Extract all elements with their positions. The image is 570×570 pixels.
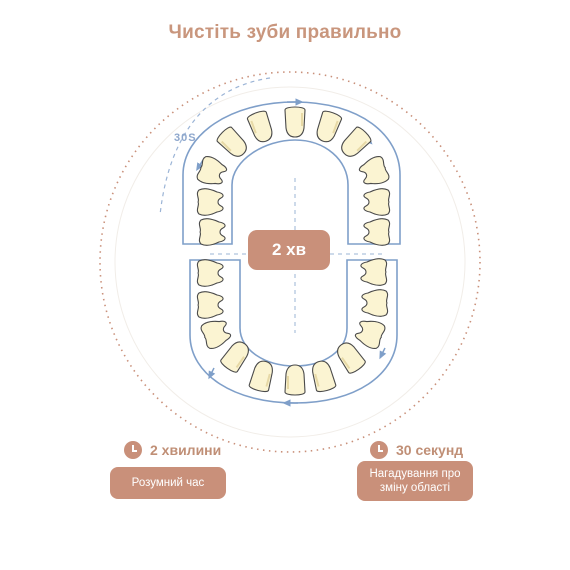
arrow-lower-right — [379, 347, 387, 360]
upper-tooth — [284, 106, 306, 138]
left-info-title: 2 хвилини — [150, 442, 222, 458]
upper-tooth — [196, 156, 228, 185]
lower-tooth — [360, 258, 388, 286]
lower-tooth — [200, 320, 232, 349]
lower-tooth — [312, 360, 337, 393]
teeth-group — [196, 106, 391, 396]
upper-tooth — [216, 126, 247, 157]
timer-arc — [159, 77, 271, 216]
lower-tooth — [361, 289, 389, 317]
left-info-heading: 2 хвилини — [124, 441, 221, 459]
lower-tooth — [284, 364, 306, 396]
upper-arch-outline — [182, 101, 401, 245]
timer-label: 30S — [174, 132, 197, 144]
left-info-pill: Розумний час — [110, 467, 226, 499]
upper-tooth — [196, 188, 224, 216]
lower-tooth — [248, 360, 273, 393]
upper-tooth — [246, 110, 273, 143]
inner-circle — [114, 86, 466, 438]
lower-tooth — [337, 342, 366, 374]
arrow-lower-left — [208, 367, 216, 380]
upper-tooth — [341, 126, 372, 157]
upper-tooth — [363, 188, 391, 216]
clock-icon — [370, 441, 388, 459]
clock-icon — [124, 441, 142, 459]
lower-arch-outline — [189, 259, 398, 404]
upper-tooth — [316, 110, 343, 143]
lower-tooth — [354, 320, 386, 349]
page-title: Чистіть зуби правильно — [168, 22, 402, 43]
upper-tooth — [198, 218, 226, 246]
upper-tooth — [363, 218, 391, 246]
right-info-title: 30 секунд — [396, 442, 464, 458]
lower-tooth — [196, 259, 224, 287]
duration-badge: 2 хв — [248, 230, 330, 270]
dotted-circle — [99, 71, 481, 453]
lower-tooth — [220, 341, 249, 373]
right-info-heading: 30 секунд — [370, 441, 463, 459]
lower-tooth — [196, 291, 224, 319]
upper-tooth — [358, 156, 390, 185]
right-info-pill: Нагадування про зміну області — [357, 461, 473, 501]
